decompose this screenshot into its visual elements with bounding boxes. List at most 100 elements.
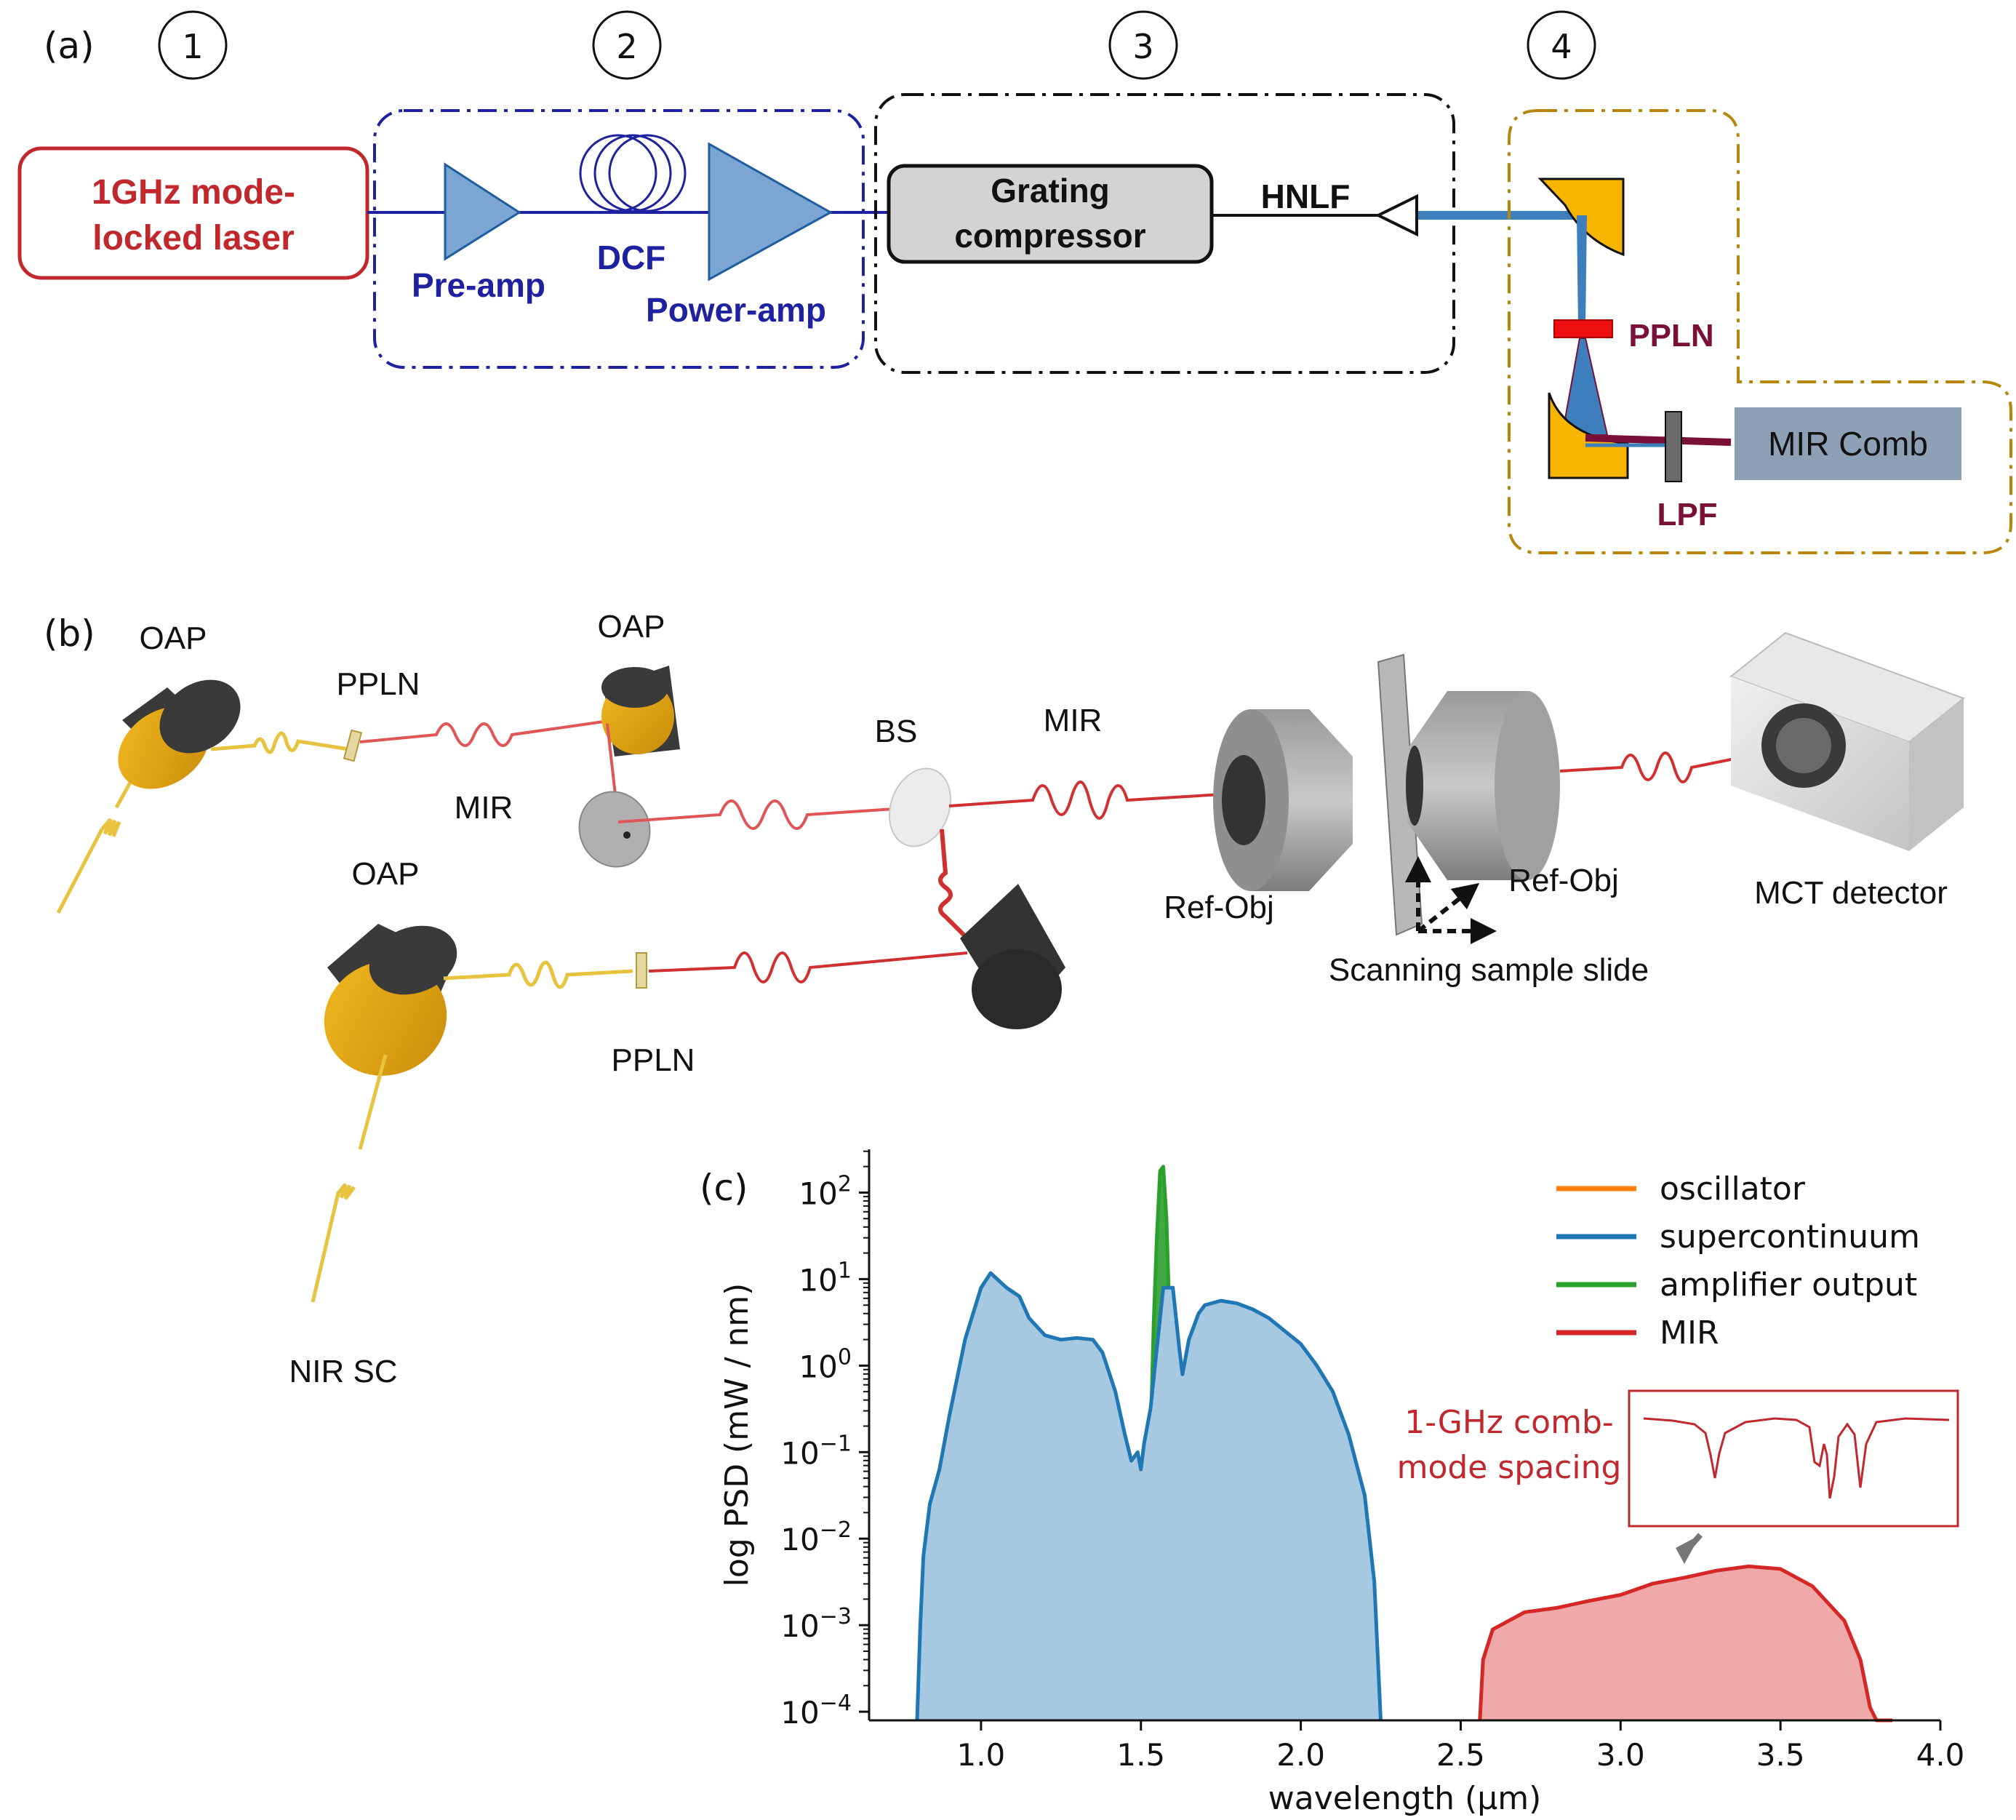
grating-compressor-box: Grating compressor [887,164,1214,264]
panel-b: (b) OAP PPLN OAP MIR BS [44,609,1966,1389]
legend-label: oscillator [1660,1170,1806,1208]
lpf-filter [1665,411,1682,482]
ppln-label-a: PPLN [1628,318,1713,354]
scanning-arrows-icon [1405,856,1497,944]
x-tick-label: 1.5 [1116,1737,1165,1773]
poweramp-triangle [708,142,833,282]
series-line-supercontinuum [915,1271,1383,1721]
grating-label-line2: compressor [954,217,1145,255]
ppln-label-top: PPLN [337,666,420,702]
legend-label: MIR [1660,1314,1719,1352]
series-line-mir [1478,1564,1892,1723]
hnlf-label: HNLF [1261,177,1351,215]
legend-label: supercontinuum [1660,1218,1920,1256]
scanning-label: Scanning sample slide [1329,952,1649,988]
mir-pulse-to-detector [1559,751,1746,783]
preamp-label: Pre-amp [412,266,545,304]
mir-comb-box [1735,407,1961,480]
y-tick-label: 102 [799,1171,852,1211]
series-area-supercontinuum [917,1273,1381,1720]
step-circle-4: 4 [1527,10,1596,80]
collimator-triangle [1375,193,1418,237]
focused-beam-top [1577,215,1587,327]
inset-comb-trace [1643,1417,1950,1499]
ref-objective-right [1406,691,1560,880]
series-area-mir [1479,1566,1892,1720]
mir-label-left: MIR [455,790,513,826]
poweramp-label: Power-amp [646,291,826,329]
mir-label-right: MIR [1044,703,1103,738]
oap-top-right [601,666,680,757]
mct-detector [1729,631,1966,851]
mir-beam-out [1585,434,1732,446]
inset-frame [1628,1389,1959,1528]
laser-label-line1: 1GHz mode- [92,173,295,212]
x-tick-label: 3.5 [1756,1737,1805,1773]
y-axis-label: log PSD (mW / nm) [719,1283,756,1587]
panel-c-label: (c) [700,1167,748,1209]
nir-beam-bottom [311,1054,388,1303]
flat-mirror-hole [623,831,631,839]
mir-pulse-bottom [648,951,968,983]
pump-pulse-bottom [443,960,633,989]
inset-label-line1: 1-GHz comb- [1404,1404,1614,1441]
step-number-1: 1 [182,27,203,66]
oap-bottom-right [960,884,1065,1029]
step-number-3: 3 [1132,27,1153,66]
step-circle-2: 2 [592,10,662,80]
ppln-label-bottom: PPLN [612,1042,695,1078]
mir-pulse-top [359,720,604,747]
x-tick-label: 4.0 [1916,1737,1965,1773]
oap-label-top-right: OAP [598,609,665,644]
amplifier-stage-box [373,109,865,369]
x-tick-label: 2.0 [1276,1737,1325,1773]
y-tick-label: 100 [799,1344,852,1384]
mir-comb-label: MIR Comb [1768,425,1928,463]
ppln-crystal-top [343,729,363,762]
bs-label: BS [875,714,918,749]
y-tick-label: 10−2 [780,1517,852,1557]
step-circle-1: 1 [158,10,228,80]
x-tick-label: 1.0 [956,1737,1005,1773]
step-number-4: 4 [1551,27,1572,66]
dcf-label: DCF [597,239,666,276]
beam-splitter [888,767,952,847]
oap-label-bottom: OAP [352,856,420,892]
diverging-beam [1561,338,1609,436]
preamp-triangle [444,162,521,261]
inset-pointer-shaft [1679,1533,1703,1559]
dcf-coil-icon [579,134,687,212]
y-tick-label: 10−4 [780,1691,852,1731]
pump-pulse-top [210,731,350,754]
panel-a: (a) 1 2 3 4 1GHz mode- locked laser [17,10,2012,554]
lpf-label: LPF [1657,497,1717,532]
ref-obj-label-left: Ref-Obj [1164,890,1274,925]
laser-label-line2: locked laser [92,219,295,258]
flat-mirror [578,791,651,868]
difference-frequency-stage-box [1508,109,2012,554]
mir-pulse-combined [948,781,1223,820]
legend-label: amplifier output [1660,1266,1917,1304]
step-number-2: 2 [616,27,637,66]
x-tick-label: 3.0 [1596,1737,1645,1773]
x-axis-label: wavelength (μm) [1268,1780,1541,1817]
ref-obj-label-right: Ref-Obj [1508,863,1619,898]
mode-locked-laser-box: 1GHz mode- locked laser [17,146,369,280]
nir-sc-label: NIR SC [289,1354,397,1389]
panel-b-label: (b) [44,612,95,655]
mir-pulse-bs-down [938,829,969,941]
y-tick-label: 10−3 [780,1604,852,1644]
oap-top-left [118,679,241,789]
panel-a-label: (a) [44,25,95,67]
compressor-stage-box [874,93,1455,374]
mir-pulse-to-bs [617,799,895,830]
grating-label-line1: Grating [991,172,1110,209]
ref-objective-left [1213,709,1353,891]
ppln-crystal-bottom [636,952,647,989]
mct-label: MCT detector [1754,875,1948,911]
x-tick-label: 2.5 [1436,1737,1485,1773]
inset-label-line2: mode spacing [1397,1449,1622,1486]
